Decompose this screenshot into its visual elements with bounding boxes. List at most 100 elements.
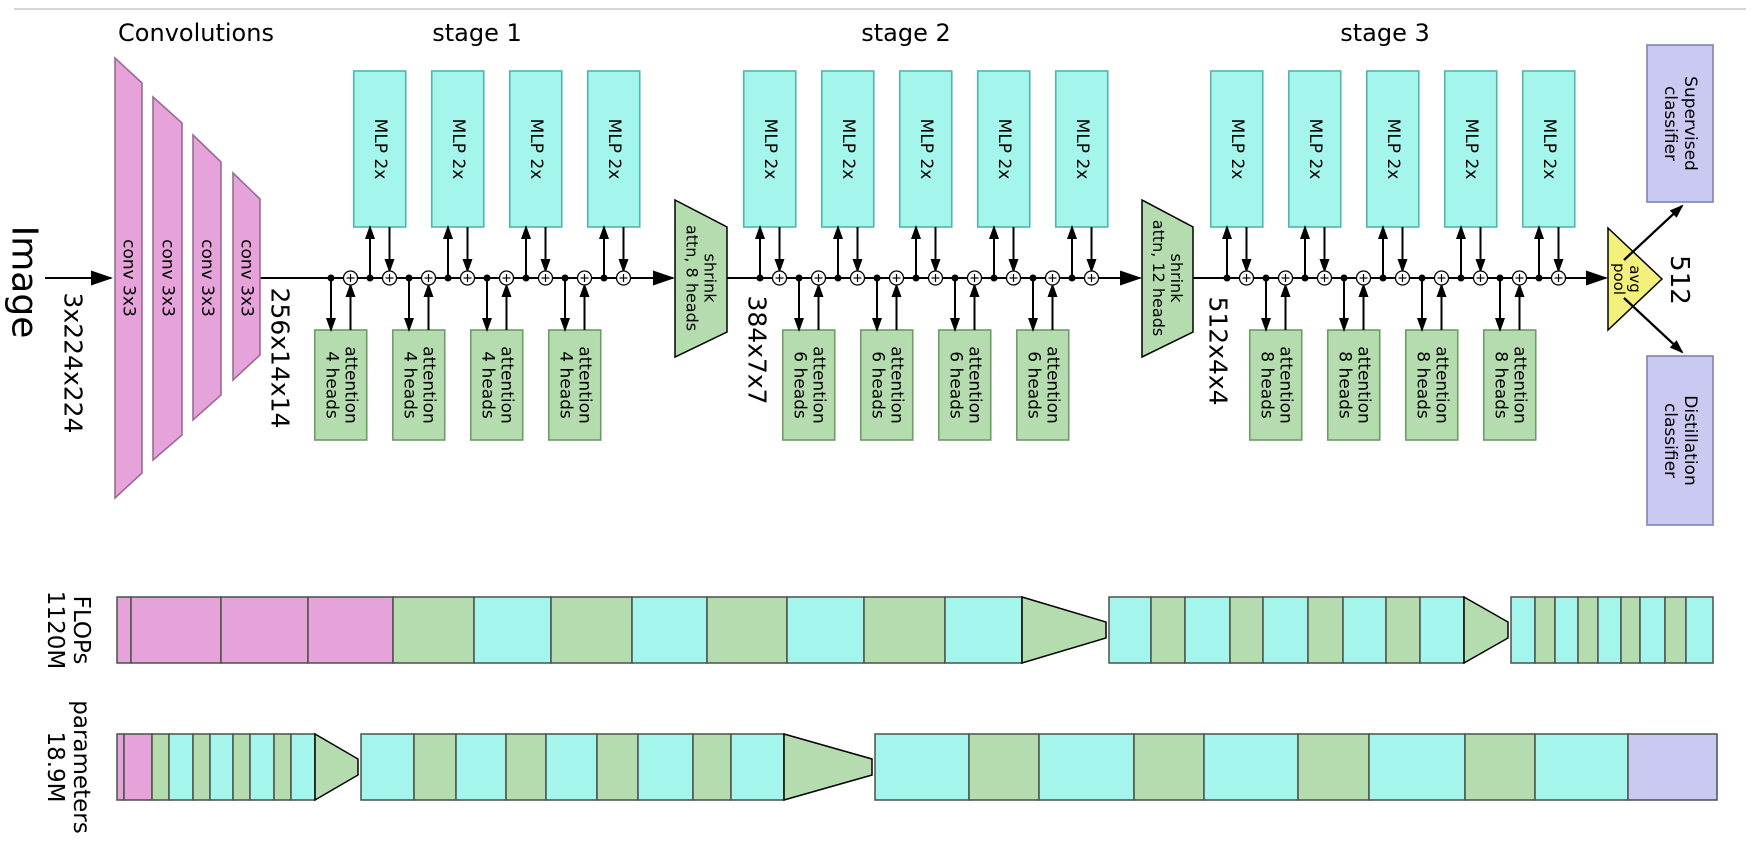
bar-segment-mlp (874, 733, 970, 801)
bar-segment-mlp (168, 733, 194, 801)
bar-segment-attention (1577, 596, 1599, 664)
attention-block (781, 329, 836, 441)
bar-segment-attention (151, 733, 170, 801)
bar-segment-shrink (1463, 595, 1509, 665)
add-node (810, 270, 827, 286)
bar-segment-attention (1133, 733, 1205, 801)
bar-segment-attention (692, 733, 732, 801)
conv-shape (152, 95, 183, 462)
attention-label-line: 4 heads (555, 351, 575, 419)
shrink-label-line: attn, 8 heads (683, 225, 702, 331)
bar-segment-attention (596, 733, 639, 801)
attention-block (1482, 329, 1537, 441)
junction-dot (1340, 274, 1348, 282)
bar-segment-mlp (1639, 596, 1666, 664)
bar-segment-attention (505, 733, 547, 801)
mlp-label: MLP 2x (994, 119, 1014, 180)
add-node (576, 270, 593, 286)
conv-shape (232, 171, 261, 382)
bar-segment-mlp (290, 733, 316, 801)
mlp-label-line: MLP 2x (1383, 119, 1403, 180)
classifier-label-line: Distillation (1680, 395, 1700, 486)
bar-segment-conv (123, 733, 153, 801)
stage-title: stage 3 (1340, 19, 1430, 47)
bar-segment-shrink (314, 732, 359, 802)
dim-label-line: 512x4x4 (1204, 296, 1233, 405)
conv-label-line: conv 3x3 (237, 239, 257, 317)
mlp-label: MLP 2x (1072, 119, 1092, 180)
mlp-label: MLP 2x (1383, 119, 1403, 180)
attention-block (391, 329, 446, 441)
bar-segment-attention (968, 733, 1040, 801)
flops-bar-label-line: 1120M (42, 591, 68, 669)
bar-segment-mlp (545, 733, 598, 801)
mlp-label: MLP 2x (370, 119, 390, 180)
attention-block (859, 329, 914, 441)
mlp-block (976, 70, 1031, 228)
mlp-label: MLP 2x (916, 119, 936, 180)
shrink-label-line: shrink (1167, 254, 1186, 304)
add-node (771, 270, 788, 286)
mlp-label-line: MLP 2x (370, 119, 390, 180)
attention-block (937, 329, 992, 441)
mlp-label: MLP 2x (448, 119, 468, 180)
add-node (1044, 270, 1061, 286)
dim-label-line: 384x7x7 (743, 295, 772, 404)
classifier-shape (1646, 44, 1714, 203)
mlp-label-line: MLP 2x (1539, 119, 1559, 180)
bar-segment-shrink (1021, 595, 1107, 665)
bar-segment-attention (1307, 596, 1344, 664)
mlp-label-line: MLP 2x (994, 119, 1014, 180)
bar-segment-mlp (1203, 733, 1299, 801)
attention-label-line: attention (964, 346, 984, 424)
add-node (1277, 270, 1294, 286)
mlp-block (508, 70, 563, 228)
bar-segment-attention (232, 733, 251, 801)
bar-segment-mlp (360, 733, 415, 801)
attention-label-line: attention (574, 346, 594, 424)
mlp-block (1209, 70, 1264, 228)
bar-segment-conv (116, 733, 125, 801)
junction-dot (561, 274, 569, 282)
add-node (1394, 270, 1411, 286)
mlp-label-line: MLP 2x (760, 119, 780, 180)
mlp-label-line: MLP 2x (1305, 119, 1325, 180)
image-label-line: Image (4, 226, 45, 339)
bar-segment-attention (192, 733, 211, 801)
bar-segment-mlp (209, 733, 234, 801)
add-node (342, 270, 359, 286)
add-node (1355, 270, 1372, 286)
mlp-label-line: MLP 2x (604, 119, 624, 180)
attention-label-line: attention (1353, 346, 1373, 424)
bar-segment-attention (1464, 733, 1536, 801)
pool-to-distillation-arrow (1623, 297, 1684, 354)
attention-label-line: 6 heads (1023, 351, 1043, 419)
stage-title: stage 1 (432, 19, 522, 47)
attention-block (1015, 329, 1070, 441)
attention-label-line: 8 heads (1490, 351, 1510, 419)
convolutions-title: Convolutions (118, 19, 274, 47)
mlp-label: MLP 2x (1305, 119, 1325, 180)
junction-dot (1223, 274, 1231, 282)
attention-block (1404, 329, 1459, 441)
attention-label-line: attention (1042, 346, 1062, 424)
conv-label: conv 3x3 (119, 239, 139, 317)
attention-label-line: 8 heads (1334, 351, 1354, 419)
mlp-label: MLP 2x (838, 119, 858, 180)
conv-label: conv 3x3 (237, 239, 257, 317)
